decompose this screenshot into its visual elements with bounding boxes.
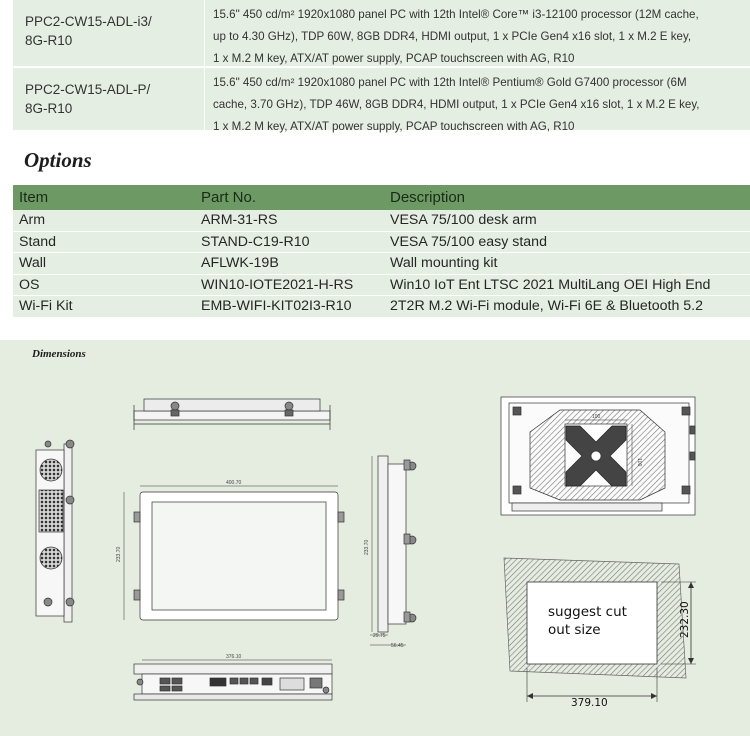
top-view-drawing <box>133 398 331 430</box>
vesa-vertical-dimension: 100 <box>636 458 642 467</box>
model-id: PPC2-CW15-ADL-i3/ 8G-R10 <box>13 0 205 66</box>
vesa-horizontal-dimension: 100 <box>592 414 601 420</box>
option-item: Arm <box>19 212 46 229</box>
table-row: Wall AFLWK-19B Wall mounting kit <box>13 253 750 275</box>
rear-view-drawing <box>500 396 696 516</box>
option-part-no: AFLWK-19B <box>201 255 279 272</box>
option-item: Wi-Fi Kit <box>19 298 73 315</box>
option-item: Wall <box>19 255 47 272</box>
model-row: PPC2-CW15-ADL-P/ 8G-R10 15.6" 450 cd/m² … <box>13 68 750 133</box>
options-title: Options <box>24 148 92 172</box>
model-description: 15.6" 450 cd/m² 1920x1080 panel PC with … <box>213 8 699 65</box>
option-description: VESA 75/100 easy stand <box>390 233 547 250</box>
option-item: OS <box>19 276 40 293</box>
option-part-no: STAND-C19-R10 <box>201 233 310 250</box>
cutout-label-line2: out size <box>548 622 601 638</box>
table-row: OS WIN10-IOTE2021-H-RS Win10 IoT Ent LTS… <box>13 274 750 296</box>
options-table: Item Part No. Description Arm ARM-31-RS … <box>13 185 750 318</box>
option-description: Win10 IoT Ent LTSC 2021 MultiLang OEI Hi… <box>390 276 711 293</box>
side-height-dimension: 233.70 <box>364 539 370 555</box>
dimensions-section: Dimensions <box>0 340 750 736</box>
option-description: Wall mounting kit <box>390 255 498 272</box>
header-part-no: Part No. <box>201 189 257 206</box>
side-depth-dimension: 56.45 <box>391 643 404 649</box>
header-item: Item <box>19 189 49 206</box>
table-row: Wi-Fi Kit EMB-WIFI-KIT02I3-R10 2T2R M.2 … <box>13 296 750 318</box>
bottom-width-dimension: 376.10 <box>226 654 242 660</box>
options-header-row: Item Part No. Description <box>13 185 750 210</box>
dimensions-title: Dimensions <box>32 348 86 360</box>
header-description: Description <box>390 189 466 206</box>
cutout-label-line1: suggest cut <box>548 604 627 620</box>
front-height-dimension: 233.70 <box>116 546 122 562</box>
option-part-no: ARM-31-RS <box>201 212 278 229</box>
table-row: Arm ARM-31-RS VESA 75/100 desk arm <box>13 210 750 232</box>
cutout-width-dimension: 379.10 <box>571 697 608 709</box>
cutout-height-dimension: 232.30 <box>679 601 691 638</box>
right-side-view-drawing <box>370 455 417 646</box>
side-depth-small-dimension: 29.75 <box>373 633 386 639</box>
dimension-drawings: 400.70 233.70 233.70 29.75 56.45 <box>35 396 696 709</box>
option-description: VESA 75/100 desk arm <box>390 212 537 229</box>
option-part-no: EMB-WIFI-KIT02I3-R10 <box>201 298 352 315</box>
model-row: PPC2-CW15-ADL-i3/ 8G-R10 15.6" 450 cd/m²… <box>13 0 750 68</box>
left-side-view-drawing <box>35 439 75 623</box>
table-row: Stand STAND-C19-R10 VESA 75/100 easy sta… <box>13 231 750 253</box>
option-description: 2T2R M.2 Wi-Fi module, Wi-Fi 6E & Blueto… <box>390 298 704 315</box>
option-part-no: WIN10-IOTE2021-H-RS <box>201 276 354 293</box>
front-width-dimension: 400.70 <box>226 480 242 486</box>
cutout-drawing <box>503 557 696 702</box>
model-id: PPC2-CW15-ADL-P/ 8G-R10 <box>13 68 205 130</box>
bottom-view-drawing <box>133 659 333 701</box>
models-table: PPC2-CW15-ADL-i3/ 8G-R10 15.6" 450 cd/m²… <box>13 0 750 133</box>
model-description: 15.6" 450 cd/m² 1920x1080 panel PC with … <box>213 76 700 133</box>
front-view-drawing <box>123 485 345 621</box>
option-item: Stand <box>19 233 57 250</box>
